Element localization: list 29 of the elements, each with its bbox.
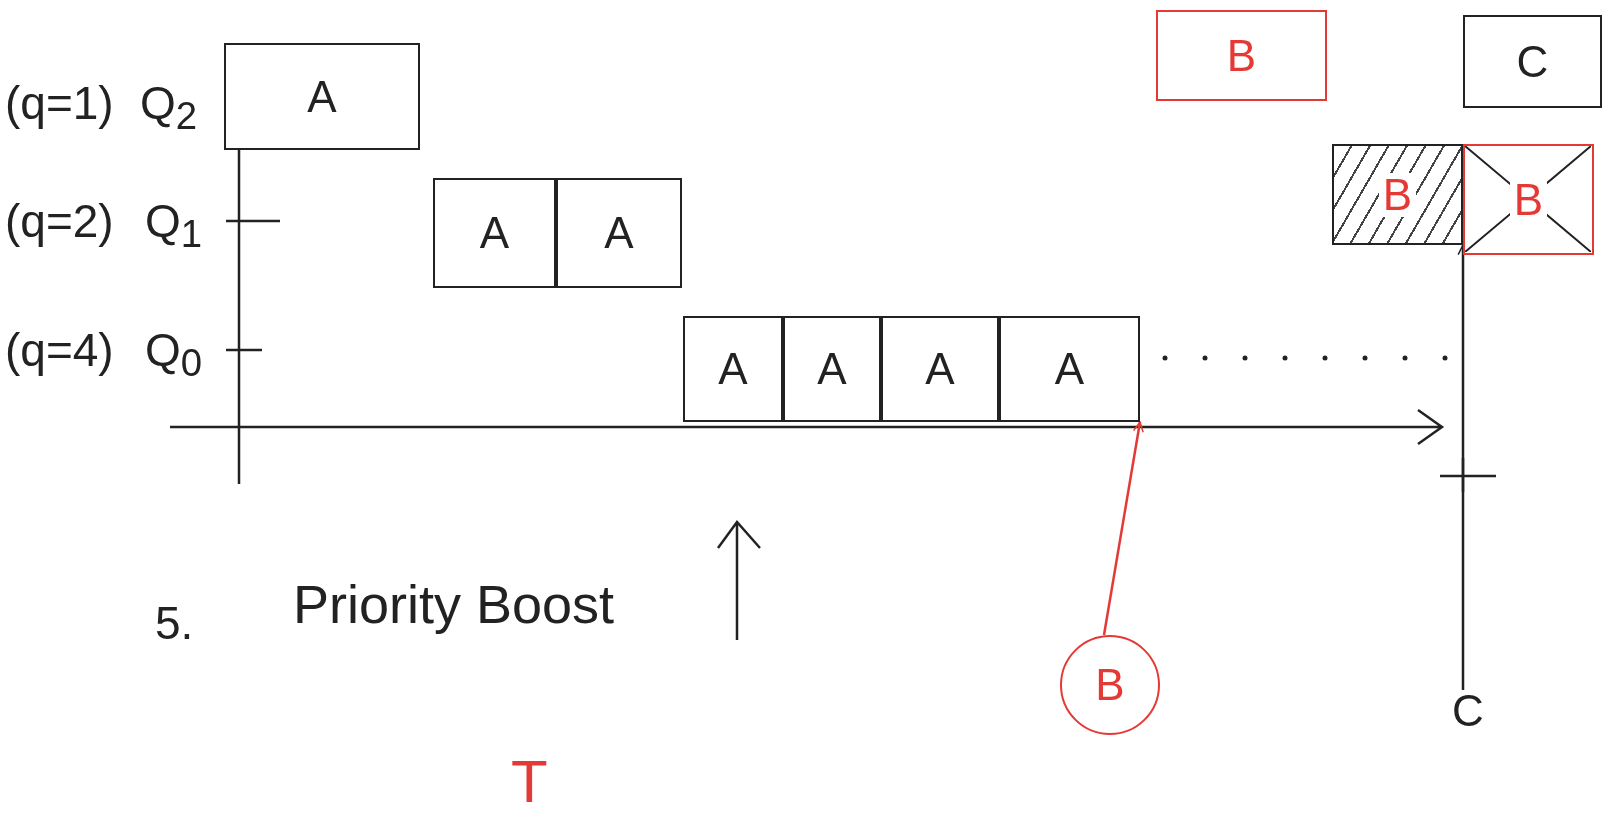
- node-label: A: [816, 347, 848, 391]
- section-number: 5.: [155, 600, 194, 646]
- node-label: A: [924, 347, 956, 391]
- queue-label: Q$_{1}$: [145, 198, 203, 254]
- node-label: A: [306, 74, 338, 119]
- process-box: [881, 316, 999, 422]
- queue-label: Q$_{2}$: [140, 80, 198, 136]
- node-label: B: [1378, 172, 1417, 217]
- time-marker: T: [511, 752, 548, 812]
- crossed-out-box: [1463, 144, 1594, 255]
- process-box: [783, 316, 881, 422]
- queue-label: Q$_{0}$: [145, 327, 203, 383]
- node-label: A: [603, 211, 635, 255]
- node-label: C: [1515, 39, 1550, 84]
- node-label: C: [1451, 689, 1485, 733]
- process-box: [556, 178, 682, 288]
- process-box: [433, 178, 556, 288]
- hatched-box: [1332, 144, 1463, 245]
- process-box: [683, 316, 783, 422]
- process-box: [1156, 10, 1327, 101]
- node-label: A: [717, 347, 749, 391]
- node-label: A: [478, 211, 511, 255]
- process-box: [999, 316, 1140, 422]
- node-label: A: [1053, 347, 1086, 391]
- node-label: B: [1094, 663, 1126, 707]
- arrow: [1102, 421, 1144, 636]
- process-box: [224, 43, 420, 150]
- node-label: B: [1225, 33, 1258, 78]
- process-box: [1463, 15, 1602, 108]
